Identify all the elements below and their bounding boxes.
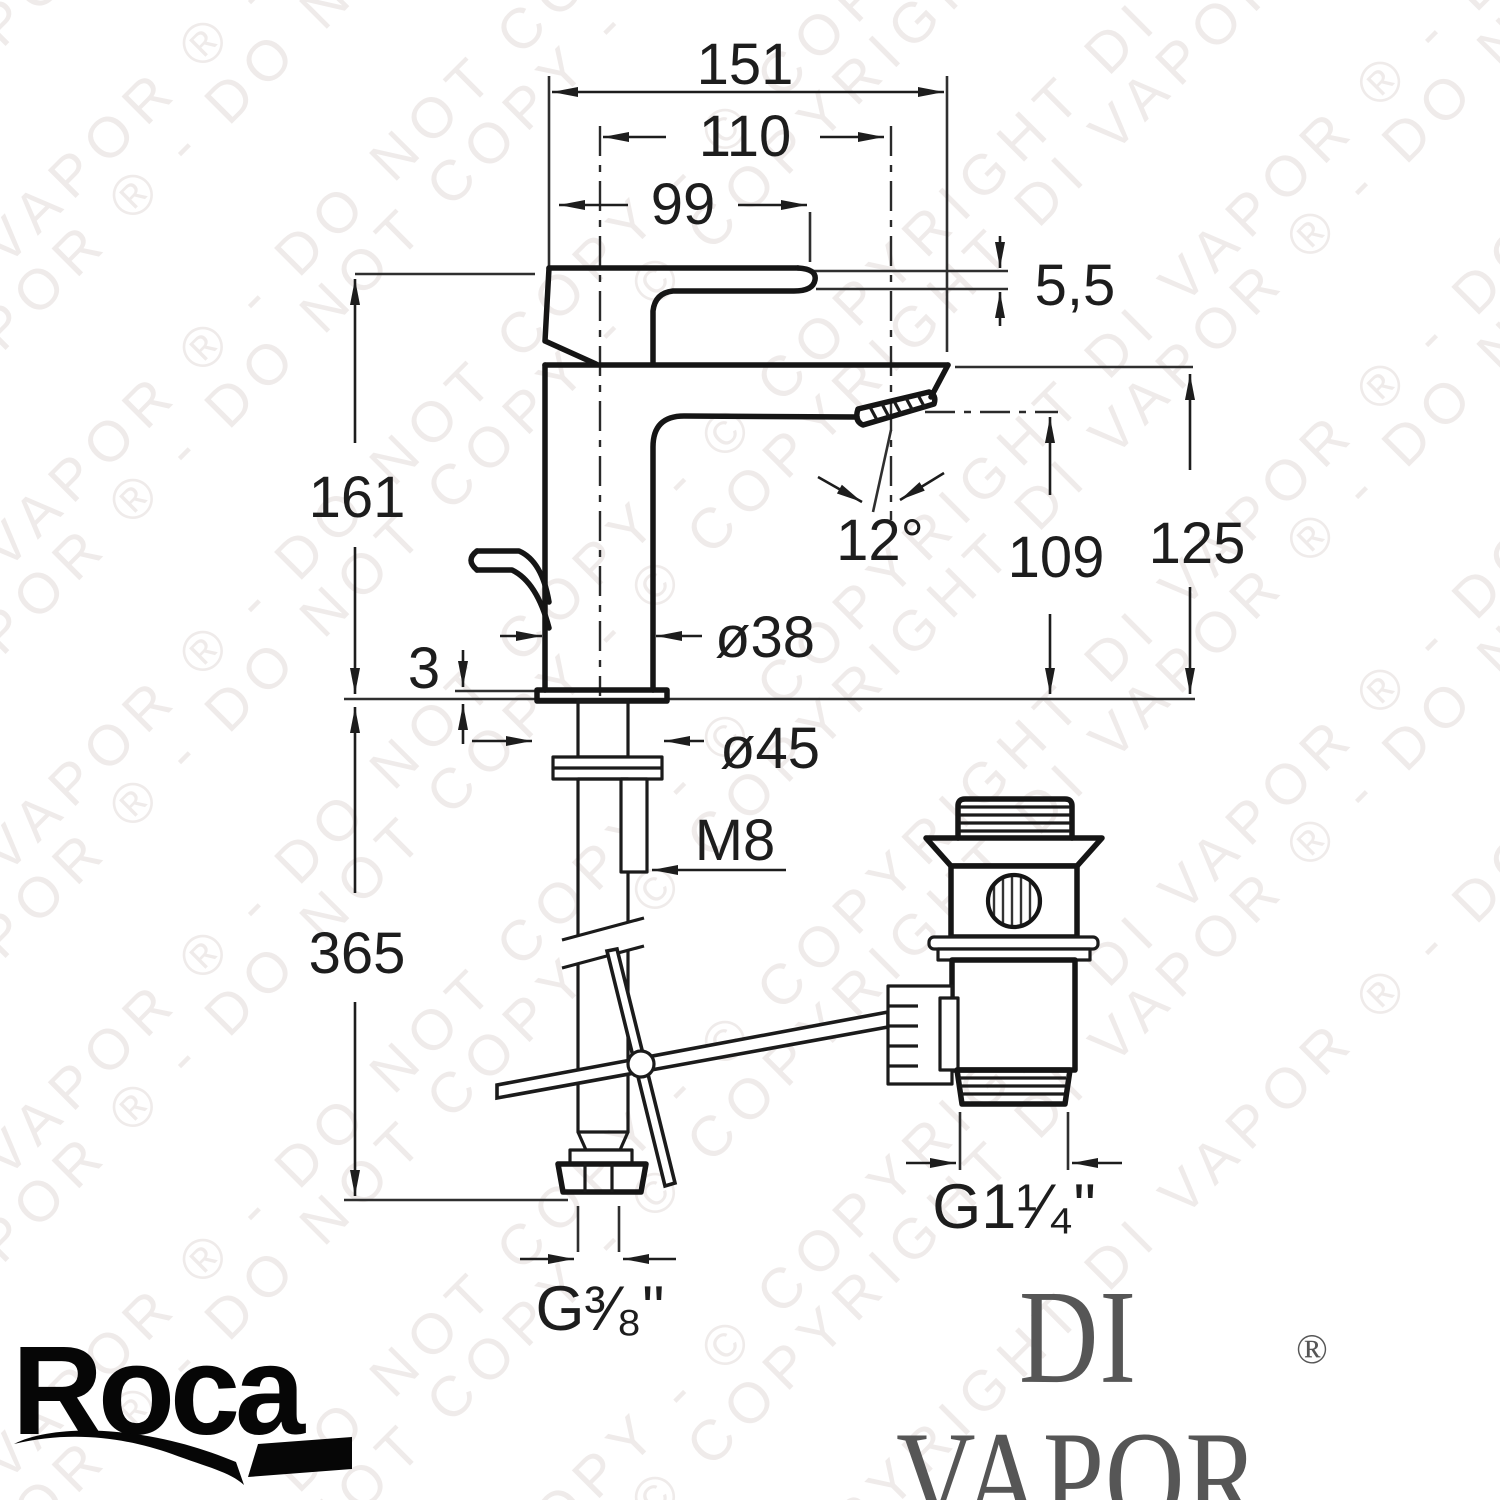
divapor-logo: DI VAPOR www.divapor.com	[828, 1266, 1328, 1500]
dim-total-depth: 151	[697, 32, 794, 97]
linkage-joint	[626, 1049, 656, 1079]
supply-hose	[551, 699, 664, 1195]
dim-hose-length: 365	[309, 921, 406, 986]
dim-handle-lip: 5,5	[1035, 253, 1116, 318]
dim-waste-thread: G1¹⁄₄"	[932, 1172, 1096, 1242]
faucet-outline	[468, 265, 951, 704]
dim-supply-thread: G³⁄₈"	[536, 1274, 665, 1344]
dimension-labels: 151 110 99 5,5 161 12° 109 125 ø38 3 ø45…	[309, 32, 1246, 1344]
divapor-logo-text: DI VAPOR	[896, 1262, 1260, 1500]
supply-nut	[555, 1161, 649, 1195]
roca-swoosh	[14, 1430, 352, 1485]
roca-logo: Roca	[12, 1328, 392, 1500]
dim-base-gap: 3	[408, 636, 440, 701]
pop-up-linkage	[495, 946, 890, 1189]
dim-spout-axis-reach: 110	[699, 104, 791, 169]
overflow-hole	[985, 872, 1043, 930]
waste-valve	[886, 796, 1105, 1107]
reference-lines	[344, 76, 1195, 1252]
registered-trademark-icon: ®	[1296, 1327, 1328, 1373]
dim-spray-angle: 12°	[836, 508, 924, 573]
dim-body-height: 161	[309, 465, 406, 530]
m8-stud	[619, 777, 649, 874]
dimension-lines	[350, 87, 1195, 1264]
dim-body-diameter: ø38	[715, 605, 815, 670]
dim-base-diameter: ø45	[720, 716, 820, 781]
dim-spout-top-height: 125	[1149, 511, 1246, 576]
dim-handle-reach: 99	[651, 172, 716, 237]
dim-outlet-height: 109	[1008, 525, 1105, 590]
dim-stud-thread: M8	[695, 808, 776, 873]
